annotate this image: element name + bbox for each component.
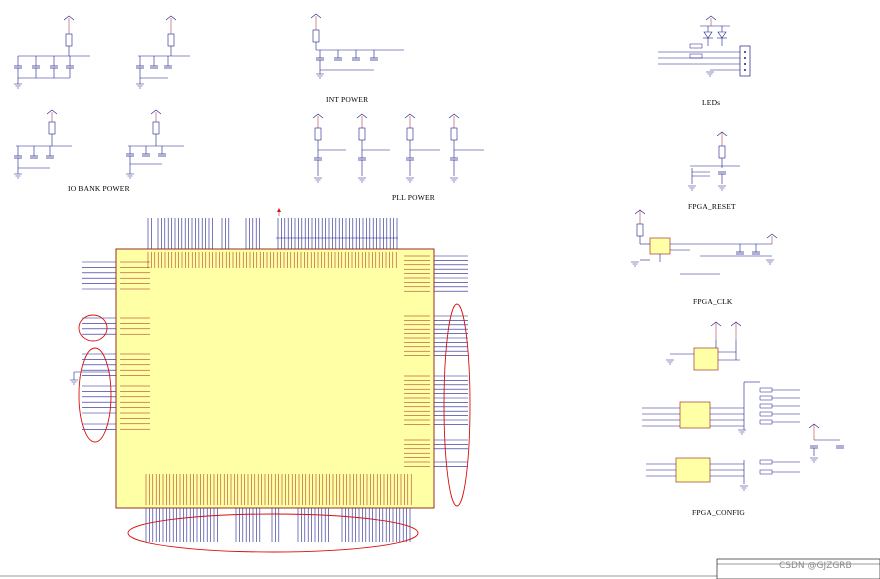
int-power-block: INT POWER [310,13,404,104]
fpga-chip [70,208,468,542]
fpga-clk-block: FPGA_CLK [631,209,778,306]
fpga-chip-body [115,248,435,509]
bottom-io-pins-annotation [127,513,419,553]
power-arrow-icon [277,208,281,212]
int-power-title: INT POWER [326,95,368,104]
annotation-layer [78,303,471,553]
fpga-clk-title: FPGA_CLK [693,297,733,306]
io-bank-power-title: IO BANK POWER [68,184,130,193]
left-jtag-pins-annotation [78,314,108,342]
pll-power-block: PLL POWER [312,113,484,202]
fpga-config-title: FPGA_CONFIG [692,508,745,517]
right-io-pins-annotation [443,303,471,507]
left-config-pins-annotation [78,347,112,443]
leds-title: LEDs [702,98,720,107]
watermark: CSDN @GJZGRB [779,561,852,571]
fpga-reset-block: FPGA_RESET [688,131,740,211]
title-block: CSDN @GJZGRB [0,558,880,579]
pll-power-title: PLL POWER [392,193,435,202]
fpga-config-block: FPGA_CONFIG [642,321,844,517]
ground-icon [70,379,78,385]
leds-block: LEDs [658,15,751,107]
fpga-reset-title: FPGA_RESET [688,202,736,211]
io-bank-power-block: IO BANK POWER [14,15,190,193]
